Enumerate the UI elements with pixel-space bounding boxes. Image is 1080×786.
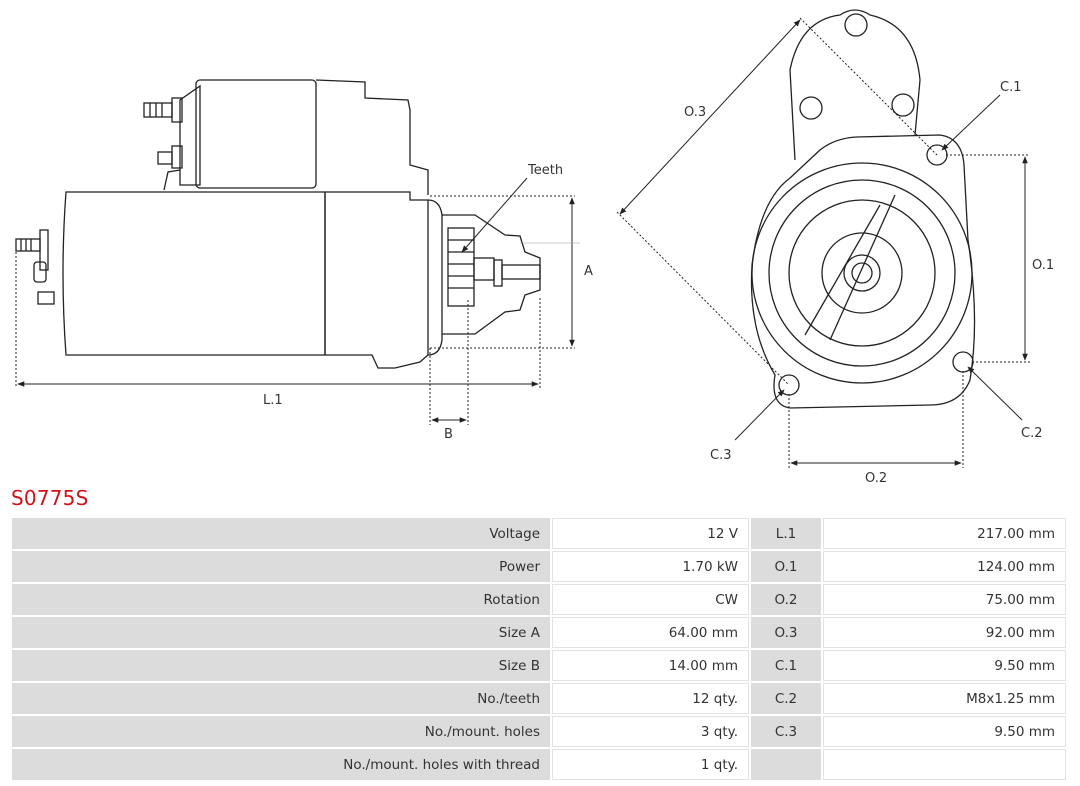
spec-label: No./mount. holes with thread: [12, 749, 550, 780]
spec-label: Size B: [12, 650, 550, 681]
o1-label: O.1: [1032, 258, 1054, 273]
spec-value: 14.00 mm: [552, 650, 749, 681]
spec-value: CW: [552, 584, 749, 615]
dimension-label: [751, 749, 821, 780]
c1-label: C.1: [1000, 80, 1021, 95]
spec-value: 12 qty.: [552, 683, 749, 714]
o3-label: O.3: [684, 105, 706, 120]
o2-label: O.2: [865, 471, 887, 485]
spec-label: No./teeth: [12, 683, 550, 714]
dimension-value: 9.50 mm: [823, 716, 1066, 747]
spec-label: Size A: [12, 617, 550, 648]
part-code: S0775S: [11, 486, 89, 510]
dimension-label: C.3: [751, 716, 821, 747]
c2-label: C.2: [1021, 426, 1042, 441]
dimension-value: 92.00 mm: [823, 617, 1066, 648]
front-view-dimensions: [616, 17, 1030, 468]
dimension-label: O.3: [751, 617, 821, 648]
dimension-value: 75.00 mm: [823, 584, 1066, 615]
side-view-dimensions: [15, 177, 580, 425]
teeth-label: Teeth: [527, 163, 563, 178]
spec-value: 1 qty.: [552, 749, 749, 780]
dimension-value: 217.00 mm: [823, 518, 1066, 549]
spec-label: Rotation: [12, 584, 550, 615]
spec-value: 12 V: [552, 518, 749, 549]
dimension-value: M8x1.25 mm: [823, 683, 1066, 714]
dimension-value: 124.00 mm: [823, 551, 1066, 582]
spec-value: 1.70 kW: [552, 551, 749, 582]
spec-label: Voltage: [12, 518, 550, 549]
c3-label: C.3: [710, 448, 731, 463]
technical-drawing: Teeth A B L.1 O.1 O.2 O.3 C.1 C.2 C.3: [15, 9, 1054, 485]
side-view: [15, 79, 541, 369]
size-a-label: A: [584, 264, 593, 279]
size-b-label: B: [444, 427, 453, 442]
l1-label: L.1: [263, 393, 283, 408]
dimension-label: C.1: [751, 650, 821, 681]
spec-label: Power: [12, 551, 550, 582]
dimension-value: 9.50 mm: [823, 650, 1066, 681]
dimension-label: C.2: [751, 683, 821, 714]
dimension-label: L.1: [751, 518, 821, 549]
spec-value: 3 qty.: [552, 716, 749, 747]
dimension-label: O.2: [751, 584, 821, 615]
spec-value: 64.00 mm: [552, 617, 749, 648]
dimension-label: O.1: [751, 551, 821, 582]
front-view: [750, 9, 976, 409]
spec-label: No./mount. holes: [12, 716, 550, 747]
dimension-value: [823, 749, 1066, 780]
